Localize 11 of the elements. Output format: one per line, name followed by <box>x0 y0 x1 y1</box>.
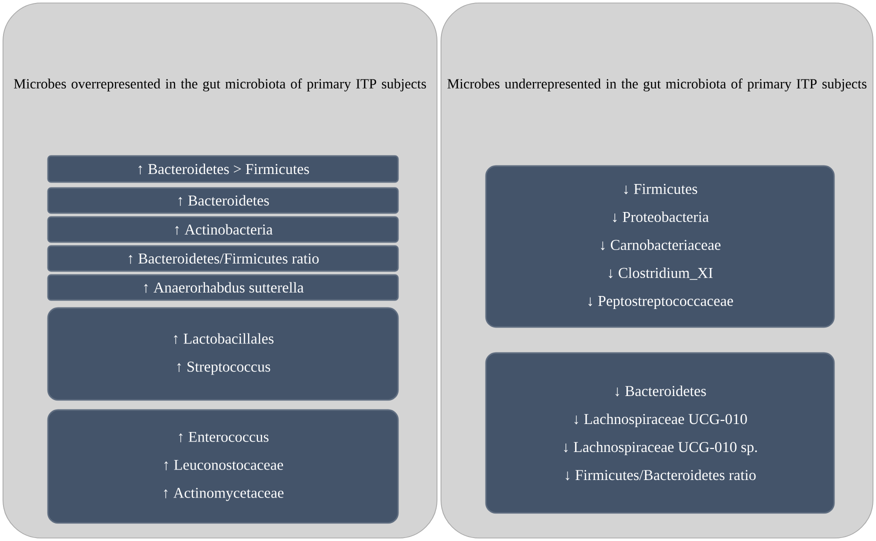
item-bar: ↑ Actinobacteria <box>47 216 399 243</box>
list-box: ↓ Firmicutes ↓ Proteobacteria ↓ Carnobacteriaceae ↓ Clostridium_XI ↓ Peptostreptococcaceae <box>485 165 835 328</box>
list-box: ↑ Enterococcus ↑ Leuconostocaceae ↑ Actinomycetaceae <box>47 409 399 524</box>
item-bar: ↑ Bacteroidetes <box>47 187 399 214</box>
list-box: ↑ Lactobacillales ↑ Streptococcus <box>47 307 399 401</box>
item-bar: ↑ Bacteroidetes > Firmicutes <box>47 155 399 183</box>
list-box: ↓ Bacteroidetes ↓ Lachnospiraceae UCG-010 ↓ Lachnospiraceae UCG-010 sp. ↓ Firmicutes/Bacteroidetes ratio <box>485 352 835 514</box>
item-bar: ↑ Bacteroidetes/Firmicutes ratio <box>47 245 399 272</box>
item-bar: ↑ Anaerorhabdus sutterella <box>47 274 399 301</box>
panel-heading: Microbes underrepresented in the gut microbiota of primary ITP subjects <box>447 78 866 92</box>
panel-heading: Microbes overrepresented in the gut microbiota of primary ITP subjects <box>14 78 426 92</box>
